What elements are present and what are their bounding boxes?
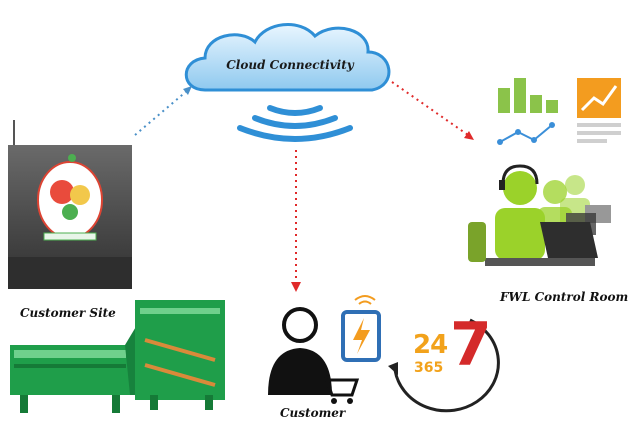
customer-label: Customer xyxy=(280,406,346,420)
support-week-text: 7 xyxy=(450,310,492,380)
cloud-label: Cloud Connectivity xyxy=(226,58,354,72)
trend-report-icon xyxy=(577,78,621,143)
controller-device-icon xyxy=(8,120,132,289)
wifi-signal-icon xyxy=(237,105,353,142)
support-hours-text: 24 xyxy=(413,330,448,360)
customer-site-label: Customer Site xyxy=(20,306,116,320)
bar-chart-icon xyxy=(497,78,558,145)
arrow-cloud-to-control-room xyxy=(391,81,474,140)
shopping-cart-icon xyxy=(318,373,360,404)
grain-machine-icon xyxy=(10,300,225,413)
support-24-7-icon xyxy=(388,318,500,413)
control-room-label: FWL Control Room xyxy=(500,290,629,304)
support-days-text: 365 xyxy=(414,360,444,376)
mobile-phone-icon xyxy=(341,295,381,362)
arrow-cloud-to-customer xyxy=(291,150,301,292)
cloud-icon xyxy=(184,23,391,92)
call-center-agents-icon xyxy=(468,164,611,266)
customer-person-icon xyxy=(268,307,332,395)
arrow-site-to-cloud xyxy=(134,86,192,136)
